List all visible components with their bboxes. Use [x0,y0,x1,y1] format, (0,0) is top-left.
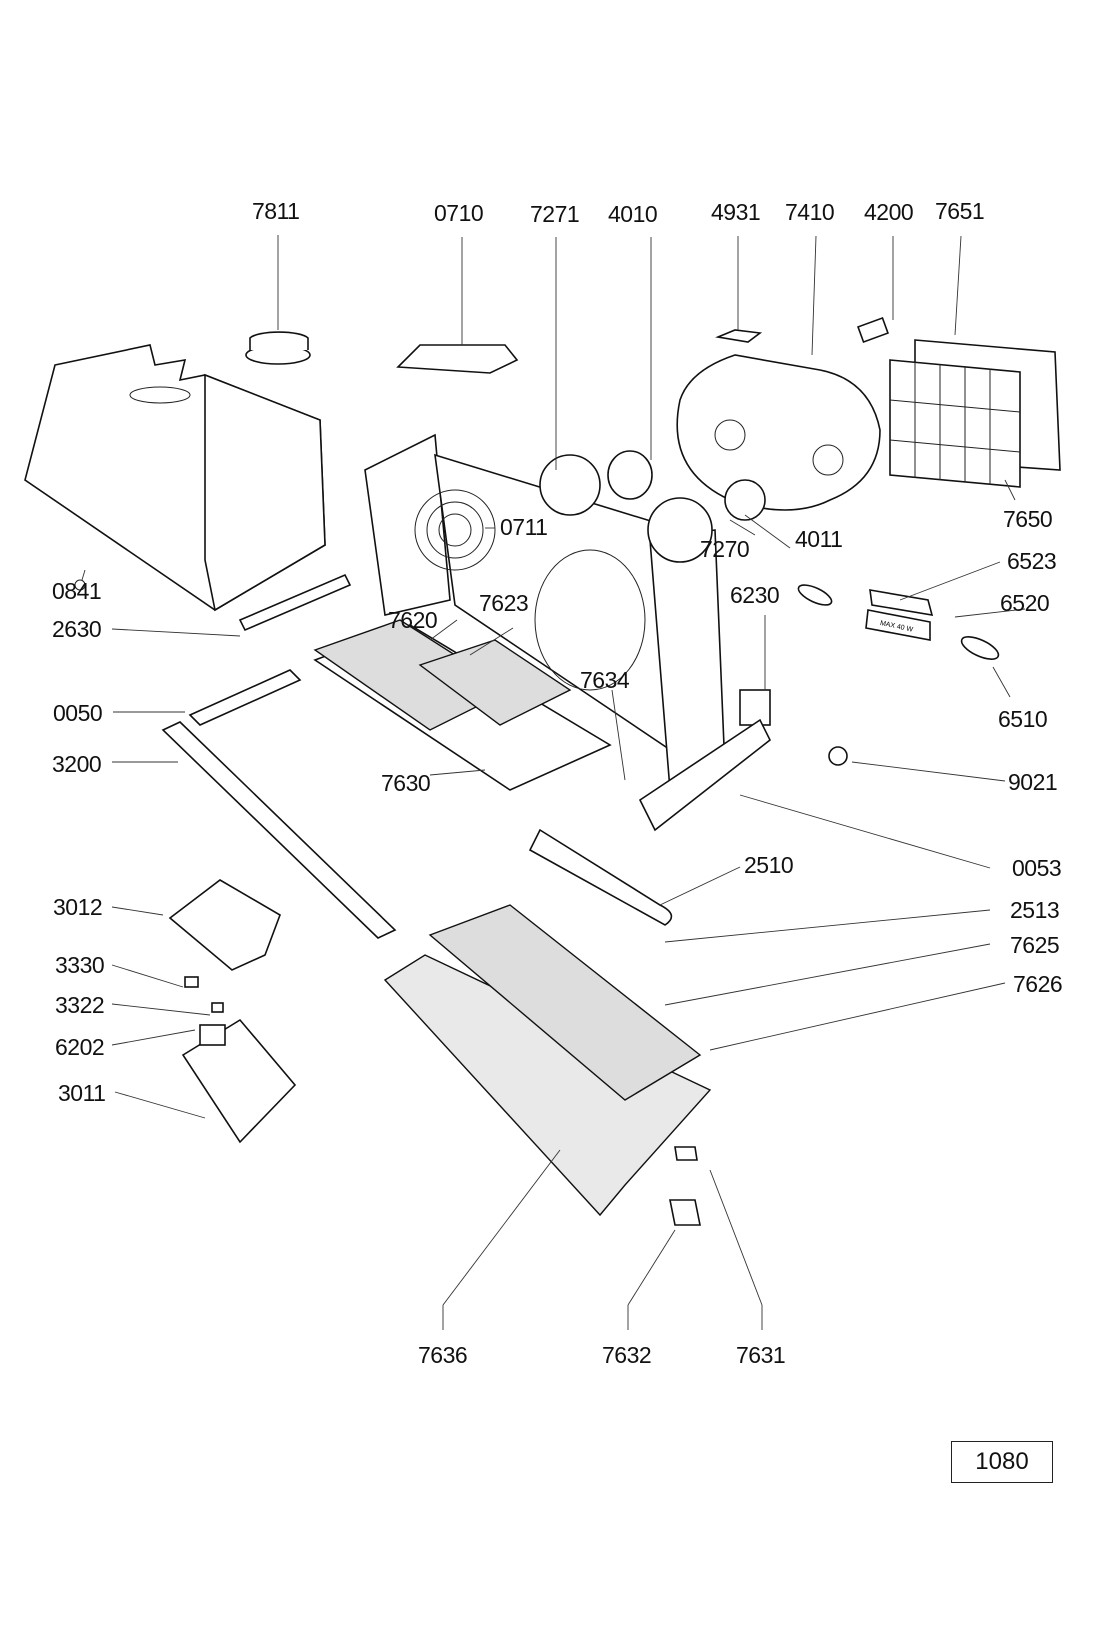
fan-guard-0711-part [414,489,496,571]
rail-2630-part [238,573,352,632]
label-7631: 7631 [736,1342,786,1368]
filter-frame-7636-part [383,954,712,1217]
clip-7631-part [674,1146,698,1161]
trim-0050-part [188,669,302,726]
label-7811: 7811 [252,198,300,224]
leader-lines [81,235,1026,1330]
label-3012: 3012 [53,894,103,920]
label-7623: 7623 [479,590,529,616]
hood-cover-part [24,344,326,612]
grille-0710-part [396,344,519,374]
label-6520: 6520 [1000,590,1050,616]
front-strip-3200-part [161,721,397,939]
label-0710: 0710 [434,200,484,226]
label-4931: 4931 [711,199,761,225]
label-7271: 7271 [530,201,580,227]
label-6230: 6230 [730,582,780,608]
rail-0053-part [638,718,772,832]
label-9021: 9021 [1008,769,1058,795]
label-7634: 7634 [580,667,630,693]
filter-tray-7630-part [313,619,612,791]
label-2630: 2630 [52,616,102,642]
label-4010: 4010 [608,201,658,227]
label-7626: 7626 [1013,971,1063,997]
lower-filter-assembly-part [383,904,712,1217]
diagram-number-stamp: 1080 [951,1441,1053,1483]
label-7636: 7636 [418,1342,468,1368]
label-0050: 0050 [53,700,103,726]
switch-board-6202-part [199,1024,226,1046]
control-cover-3012-part [168,879,281,971]
label-7625: 7625 [1010,932,1060,958]
clip-7632-part [669,1199,701,1226]
label-0841: 0841 [52,578,102,604]
label-4011: 4011 [795,526,843,552]
label-2510: 2510 [744,852,794,878]
label-7650: 7650 [1003,506,1053,532]
button-3330-part [184,976,199,988]
bulb-left-part [797,584,833,606]
label-7630: 7630 [381,770,431,796]
ring-7811-part [245,331,311,365]
label-3330: 3330 [55,952,105,978]
switch-6230-part [739,689,771,726]
fan-wheels-part [539,450,713,563]
label-3200: 3200 [52,751,102,777]
gasket-4931-part [715,329,763,343]
label-6202: 6202 [55,1034,105,1060]
label-7651: 7651 [935,198,985,224]
filter-mesh-7625-part [428,904,702,1101]
label-7270: 7270 [700,536,750,562]
carbon-filter-7650-part [889,339,1061,488]
blower-housing-7410-part [676,354,881,521]
label-2513: 2513 [1010,897,1060,923]
0841-grommet-part [74,579,86,591]
capacitor-4200-part [857,317,889,343]
label-4200: 4200 [864,199,914,225]
lamp-holder-6523-part: MAX 40 W [865,589,934,641]
label-6510: 6510 [998,706,1048,732]
label-6523: 6523 [1007,548,1057,574]
label-7620: 7620 [388,607,438,633]
button-3322-part [211,1002,224,1013]
label-0711: 0711 [500,514,548,540]
handle-2510-part [528,828,673,926]
label-3322: 3322 [55,992,105,1018]
label-7410: 7410 [785,199,835,225]
label-0053: 0053 [1012,855,1062,881]
label-7632: 7632 [602,1342,652,1368]
bulb-6510-part [960,636,1000,660]
label-3011: 3011 [58,1080,106,1106]
knob-9021-part [828,746,848,766]
